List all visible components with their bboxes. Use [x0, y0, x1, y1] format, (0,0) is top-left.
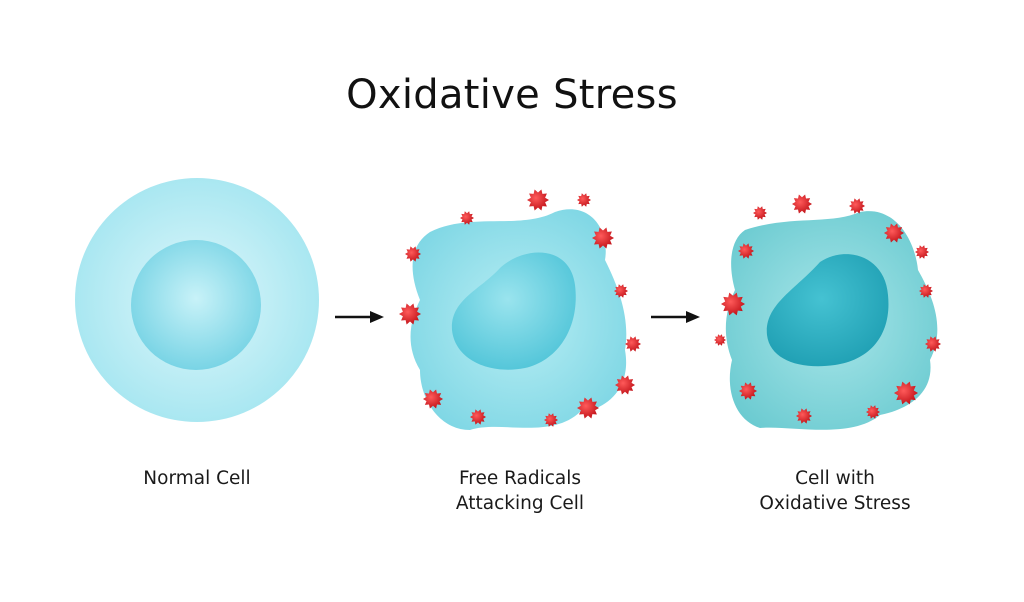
- arrow-1: [335, 311, 384, 323]
- label-normal-cell: Normal Cell: [97, 466, 297, 491]
- label-attack-line-2: Attacking Cell: [455, 493, 585, 514]
- free-radical: [866, 405, 880, 419]
- stressed-cell-nucleus: [766, 254, 889, 367]
- free-radical: [460, 211, 474, 225]
- free-radical: [544, 413, 558, 427]
- label-normal-line-1: Normal Cell: [143, 468, 251, 489]
- free-radical: [470, 409, 486, 425]
- free-radical: [849, 198, 865, 214]
- arrow-2: [651, 311, 700, 323]
- free-radical: [925, 336, 941, 352]
- free-radical: [796, 408, 812, 424]
- free-radical: [919, 284, 933, 298]
- free-radical: [894, 381, 918, 405]
- label-free-radicals-attacking-cell: Free Radicals Attacking Cell: [420, 466, 620, 516]
- free-radical: [527, 189, 549, 211]
- free-radical: [423, 389, 443, 409]
- label-cell-with-oxidative-stress: Cell with Oxidative Stress: [735, 466, 935, 516]
- attacked-cell: [399, 189, 641, 430]
- free-radical: [753, 206, 767, 220]
- attacked-cell-nucleus: [451, 252, 576, 370]
- free-radical: [615, 375, 635, 395]
- free-radical: [577, 397, 599, 419]
- free-radical: [714, 334, 726, 346]
- diagram-title: Oxidative Stress: [346, 72, 678, 118]
- free-radical: [625, 336, 641, 352]
- free-radicals-group-attack: [399, 189, 641, 427]
- label-stress-line-1: Cell with: [795, 468, 875, 489]
- free-radical: [915, 245, 929, 259]
- label-attack-line-1: Free Radicals: [458, 468, 582, 489]
- free-radical: [721, 292, 745, 316]
- free-radical: [577, 193, 591, 207]
- label-stress-line-2: Oxidative Stress: [759, 493, 911, 514]
- free-radical: [792, 194, 812, 214]
- free-radical: [592, 227, 614, 249]
- free-radical: [399, 303, 421, 325]
- normal-cell: [75, 178, 319, 422]
- free-radical: [614, 284, 628, 298]
- free-radicals-group-stress: [714, 194, 941, 424]
- free-radical: [405, 246, 421, 262]
- free-radical: [738, 243, 754, 259]
- free-radical: [884, 223, 904, 243]
- normal-cell-nucleus: [131, 240, 261, 370]
- free-radical: [739, 382, 757, 400]
- stressed-cell: [714, 194, 941, 430]
